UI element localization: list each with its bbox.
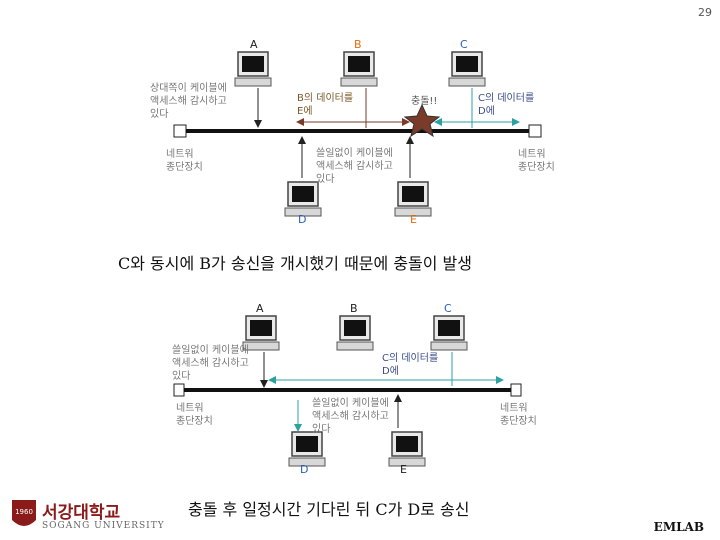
logo-korean: 서강대학교 bbox=[42, 503, 121, 523]
node-d-2: D bbox=[300, 463, 309, 476]
pc-a-1 bbox=[234, 51, 272, 87]
node-c-2: C bbox=[444, 302, 452, 315]
left-terminal-2 bbox=[173, 383, 185, 397]
right-terminal-2 bbox=[510, 383, 522, 397]
footer-brand: EMLAB bbox=[653, 520, 704, 534]
page-number: 29 bbox=[698, 6, 712, 19]
label-de-monitoring-2: 쓸일없이 케이블에 액세스해 감시하고 있다 bbox=[312, 398, 389, 435]
label-right-terminal-1: 네트워 종단장치 bbox=[518, 149, 555, 173]
node-e-2: E bbox=[400, 463, 407, 476]
node-e-1: E bbox=[410, 213, 417, 226]
node-b-1: B bbox=[354, 38, 362, 51]
pc-b-1 bbox=[340, 51, 378, 87]
node-b-2: B bbox=[350, 302, 358, 315]
label-left-terminal-2: 네트워 종단장치 bbox=[176, 403, 213, 427]
label-a-monitoring-1: 상대쪽이 케이블에 액세스해 감시하고 있다 bbox=[150, 83, 227, 120]
right-terminal-1 bbox=[528, 124, 542, 138]
label-collision: 충돌!! bbox=[411, 96, 438, 107]
pc-c-1 bbox=[448, 51, 486, 87]
pc-e-1 bbox=[394, 181, 432, 217]
caption-2: 충돌 후 일정시간 기다린 뒤 C가 D로 송신 bbox=[188, 500, 470, 519]
left-terminal-1 bbox=[173, 124, 187, 138]
node-d-1: D bbox=[298, 213, 307, 226]
university-emblem: 1960 bbox=[12, 500, 36, 526]
pc-e-2 bbox=[388, 431, 426, 467]
label-c-data-2: C의 데이터를 D에 bbox=[382, 353, 439, 377]
label-b-data-1: B의 데이터를 E에 bbox=[297, 93, 354, 117]
pc-c-2 bbox=[430, 315, 468, 351]
svg-text:1960: 1960 bbox=[15, 508, 33, 516]
label-left-terminal-1: 네트워 종단장치 bbox=[166, 149, 203, 173]
logo-english: SOGANG UNIVERSITY bbox=[42, 521, 165, 531]
node-a-1: A bbox=[250, 38, 258, 51]
caption-1: C와 동시에 B가 송신을 개시했기 때문에 충돌이 발생 bbox=[118, 254, 473, 273]
collision-star bbox=[403, 103, 441, 138]
label-c-data-1: C의 데이터를 D에 bbox=[478, 93, 535, 117]
pc-d-1 bbox=[284, 181, 322, 217]
label-a-monitoring-2: 쓸일없이 케이블에 액세스해 감시하고 있다 bbox=[172, 345, 249, 382]
label-right-terminal-2: 네트워 종단장치 bbox=[500, 403, 537, 427]
pc-d-2 bbox=[288, 431, 326, 467]
pc-b-2 bbox=[336, 315, 374, 351]
node-c-1: C bbox=[460, 38, 468, 51]
label-de-monitoring-1: 쓸일없이 케이블에 액세스해 감시하고 있다 bbox=[316, 148, 393, 185]
node-a-2: A bbox=[256, 302, 264, 315]
